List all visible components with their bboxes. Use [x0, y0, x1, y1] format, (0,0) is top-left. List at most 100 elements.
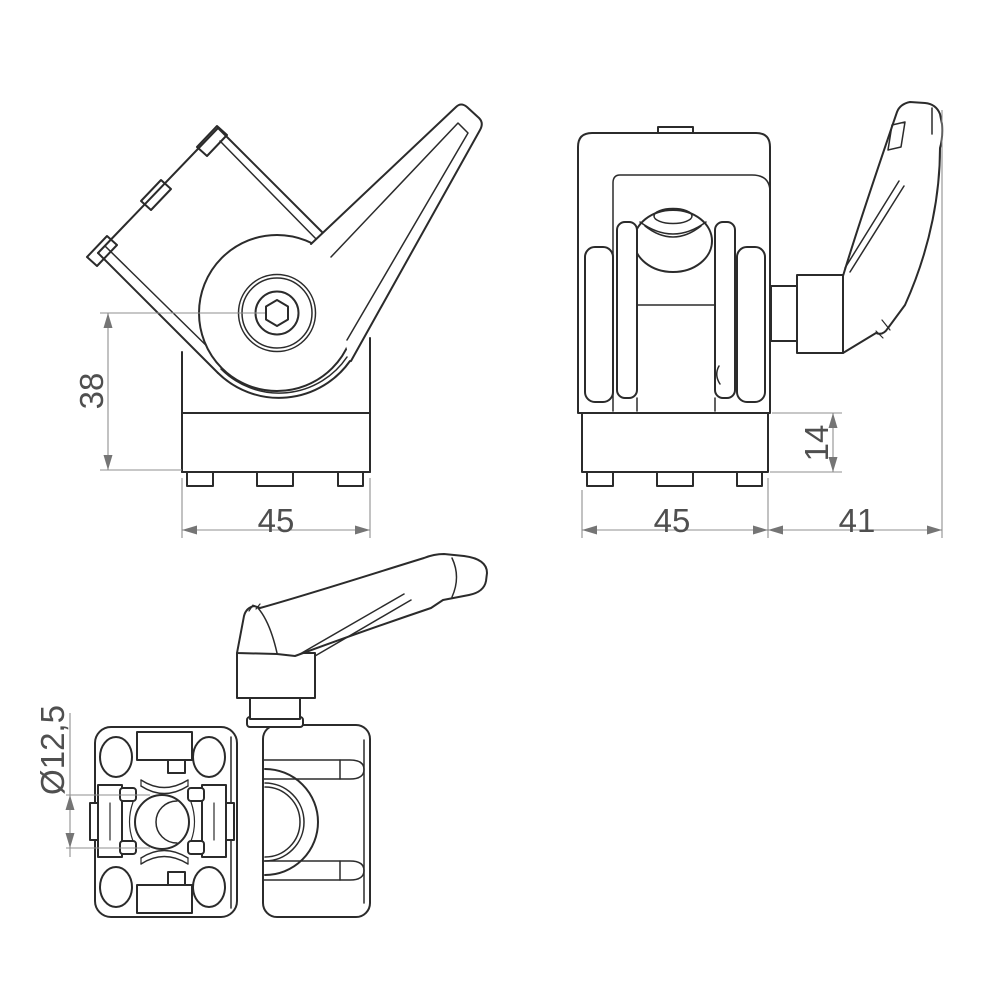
side-view: 38 45: [73, 103, 484, 539]
slot-nose: [89, 802, 99, 841]
housing-body: [577, 126, 771, 487]
slot-spring-end: [140, 857, 189, 865]
inner-left-rail: [616, 221, 638, 399]
slot-block: [136, 884, 193, 914]
plate-lower-inner-edge: [104, 245, 222, 361]
lever-hub: [236, 652, 316, 699]
disc-skirt-inner-arc: [220, 356, 348, 394]
corner-hole: [99, 736, 133, 778]
lever-fill: [311, 103, 484, 361]
base-foot: [186, 471, 214, 487]
clamp-lever: [310, 103, 484, 362]
corner-hole: [99, 866, 133, 908]
dim-text-41: 41: [839, 502, 876, 539]
slot-stem: [167, 871, 186, 886]
slot-spring-arc: [140, 849, 189, 859]
base-foot: [586, 471, 614, 487]
right-t-slot: [187, 784, 235, 858]
bottom-cross-band: [262, 860, 365, 881]
front-view: 14 45 41: [577, 101, 944, 539]
arrowhead-right: [927, 525, 942, 535]
slot-spring-end: [140, 779, 189, 787]
lever-inner-outline: [330, 122, 469, 341]
grip-cap-arc: [451, 557, 458, 598]
slot-spring-arc: [140, 779, 189, 789]
slot-spring-arc: [140, 785, 189, 795]
mounting-flange: [89, 726, 238, 918]
bottom-t-slot: [136, 849, 193, 914]
bore-arc-inner: [264, 786, 301, 858]
rail-notch: [716, 365, 721, 385]
dim-text-14: 14: [798, 425, 835, 462]
top-t-slot: [136, 731, 193, 795]
slot-body: [201, 784, 227, 858]
arrowhead-down: [65, 833, 75, 848]
bore-arc-outer: [264, 768, 319, 876]
lever-outline: [310, 103, 483, 362]
plate-fill: [98, 128, 331, 373]
body-inner-top-edge: [612, 174, 771, 412]
dim-base-height: 14: [770, 412, 842, 473]
grip-notch: [887, 121, 906, 151]
lever-assembly: [770, 101, 944, 354]
base-foot: [656, 471, 694, 487]
plate-upper-inner-edge: [219, 140, 321, 244]
dim-bore-diameter: Ø12,5: [34, 705, 150, 857]
grip-groove-line: [314, 599, 412, 657]
base-block: [581, 412, 769, 473]
outer-left-rail: [584, 246, 614, 403]
grip-tip-facet: [881, 319, 891, 331]
arrowhead-left: [182, 525, 197, 535]
arrowhead-down: [828, 457, 838, 472]
bore-arc-mid: [264, 782, 305, 862]
arrowhead-down: [103, 455, 113, 470]
plate-upper-edge: [217, 127, 332, 242]
arrowhead-right: [355, 525, 370, 535]
outer-right-rail: [736, 246, 766, 403]
dim-side-height: 38: [73, 312, 265, 471]
slot-arc: [128, 801, 134, 842]
wedge-tick: [248, 603, 261, 612]
arrowhead-up: [103, 313, 113, 328]
arrowhead-up: [65, 795, 75, 810]
ball-bore-ellipse: [653, 207, 693, 225]
slot-tab: [187, 787, 205, 802]
base-foot: [256, 471, 294, 487]
center-bore: [134, 794, 190, 850]
dim-handle-reach: 41: [768, 110, 943, 539]
clamp-shaft: [770, 285, 798, 342]
base-foot: [337, 471, 364, 487]
plate-end-edge: [97, 127, 219, 254]
base-block: [181, 337, 371, 487]
body-outline: [262, 724, 371, 918]
grip-tip-facet: [875, 330, 884, 339]
lever-grip-outline: [842, 101, 944, 354]
dim-text-45: 45: [258, 502, 295, 539]
center-bore-crescent: [155, 800, 178, 844]
dim-side-width: 45: [181, 478, 371, 539]
hex-socket: [265, 299, 289, 327]
grip-contour-line: [844, 180, 900, 269]
inner-right-rail: [714, 221, 736, 399]
grip-groove-line: [299, 593, 405, 655]
slot-block: [136, 731, 193, 761]
grip-contour-line: [849, 185, 905, 273]
dim-text-38: 38: [73, 373, 110, 410]
ball-lip-arc-inner: [644, 225, 702, 238]
arrowhead-left: [768, 525, 783, 535]
arrowhead-up: [828, 413, 838, 428]
arrowhead-right: [753, 525, 768, 535]
slot-arc: [190, 801, 196, 842]
disc-skirt-arc: [217, 360, 351, 399]
joint-body-top: [262, 724, 371, 918]
dim-front-width: 45: [581, 478, 769, 539]
top-cross-band: [262, 759, 365, 780]
base-foot: [736, 471, 763, 487]
lever-hub: [796, 274, 844, 354]
lever-assembly-top: [236, 553, 488, 728]
wedge-curve: [257, 607, 278, 654]
dim-text-bore: Ø12,5: [34, 705, 71, 795]
shaft-neck: [249, 697, 301, 720]
